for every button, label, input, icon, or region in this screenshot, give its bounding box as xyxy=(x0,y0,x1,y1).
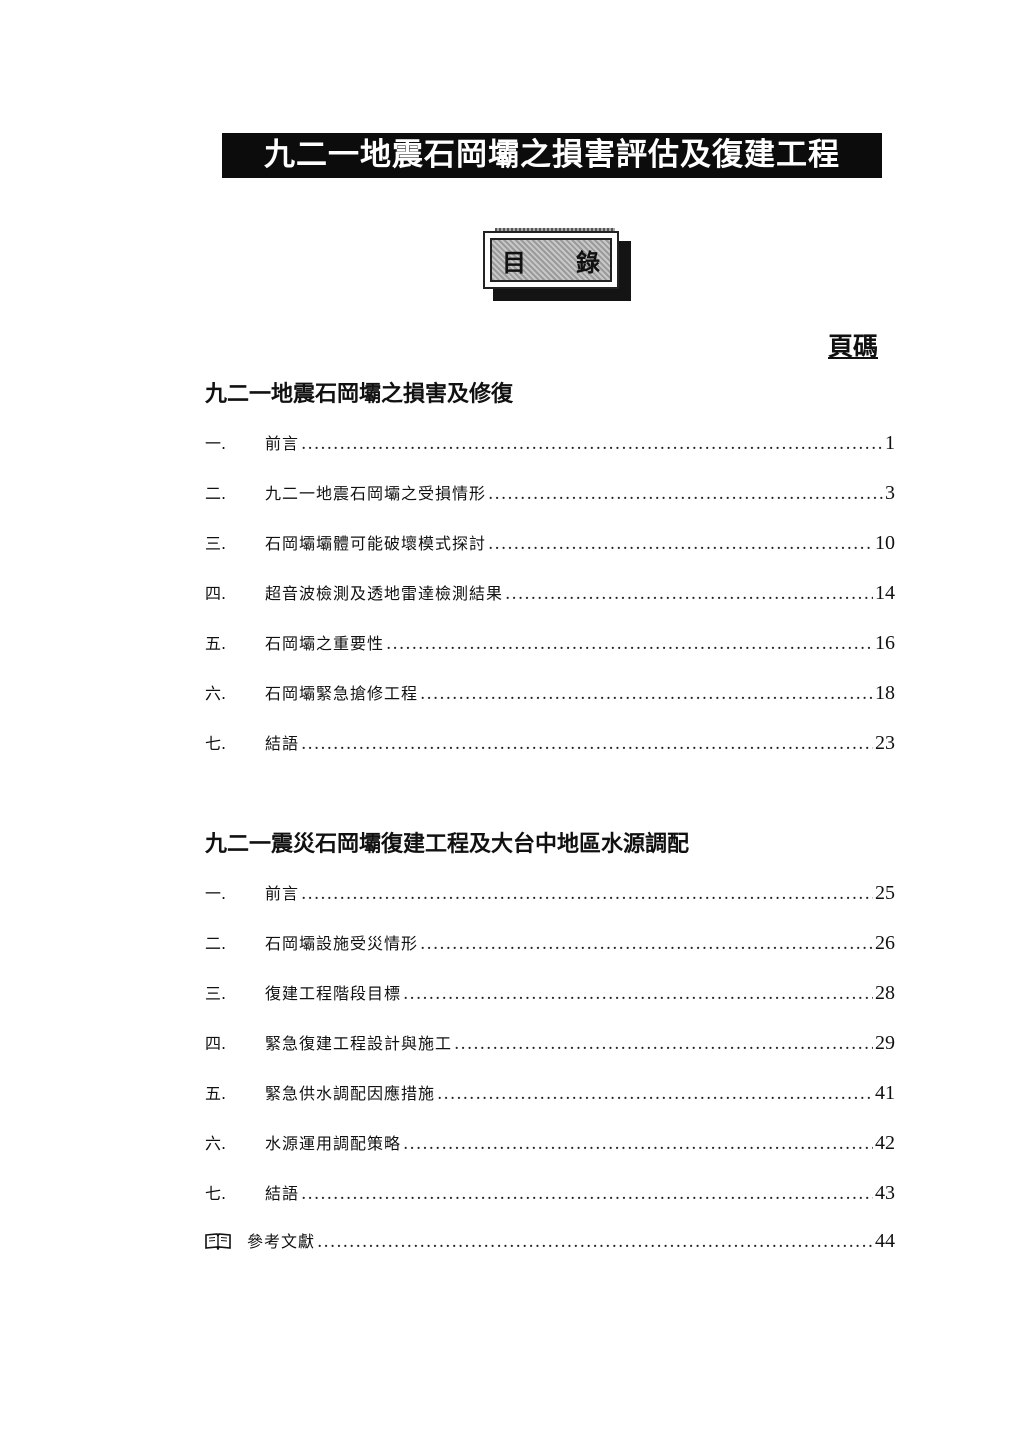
toc-entry-number: 五. xyxy=(205,1084,227,1103)
toc-badge-decoration xyxy=(495,228,615,233)
toc-badge: 目 錄 xyxy=(483,231,619,289)
toc-leader-dots xyxy=(317,1232,873,1252)
toc-leader-dots xyxy=(420,934,873,954)
main-title: 九二一地震石岡壩之損害評估及復建工程 xyxy=(222,133,882,178)
toc-leader-dots xyxy=(301,734,873,754)
toc-entry-title: 復建工程階段目標 xyxy=(265,984,402,1003)
toc-entry-page: 26 xyxy=(875,932,895,954)
toc-entry-number: 六. xyxy=(205,684,227,703)
toc-entry-number: 七. xyxy=(205,1184,227,1203)
toc-entry-title: 九二一地震石岡壩之受損情形 xyxy=(265,484,487,503)
toc-entry[interactable]: 四. 緊急復建工程設計與施工 29 xyxy=(205,1030,895,1056)
toc-entry-page: 1 xyxy=(885,432,895,454)
toc-entry-page: 43 xyxy=(875,1182,895,1204)
toc-entry-title: 前言 xyxy=(265,434,300,453)
toc-entry-page: 18 xyxy=(875,682,895,704)
toc-entry-number: 四. xyxy=(205,1034,227,1053)
toc-entry[interactable]: 五. 緊急供水調配因應措施 41 xyxy=(205,1080,895,1106)
toc-entry-title: 參考文獻 xyxy=(247,1232,316,1251)
toc-entry-page: 25 xyxy=(875,882,895,904)
section-heading: 九二一震災石岡壩復建工程及大台中地區水源調配 xyxy=(205,832,690,857)
toc-entry-number: 三. xyxy=(205,534,227,553)
toc-entry-page: 16 xyxy=(875,632,895,654)
toc-leader-dots xyxy=(437,1084,873,1104)
book-icon xyxy=(205,1232,231,1251)
toc-entry-page: 29 xyxy=(875,1032,895,1054)
toc-leader-dots xyxy=(488,534,873,554)
toc-entry[interactable]: 一. 前言 1 xyxy=(205,430,895,456)
toc-leader-dots xyxy=(403,984,873,1004)
toc-entry[interactable]: 七. 結語 43 xyxy=(205,1180,895,1206)
toc-badge-right-char: 錄 xyxy=(576,248,600,277)
toc-entry-number: 五. xyxy=(205,634,227,653)
toc-entry-page: 10 xyxy=(875,532,895,554)
toc-entry-title: 緊急供水調配因應措施 xyxy=(265,1084,436,1103)
toc-entry-page: 3 xyxy=(885,482,895,504)
toc-entry-number: 二. xyxy=(205,934,227,953)
toc-entry-title: 緊急復建工程設計與施工 xyxy=(265,1034,453,1053)
section-heading: 九二一地震石岡壩之損害及修復 xyxy=(205,382,514,407)
toc-entry-title: 石岡壩緊急搶修工程 xyxy=(265,684,419,703)
toc-leader-dots xyxy=(386,634,873,654)
page-column-label: 頁碼 xyxy=(828,332,879,361)
toc-entry[interactable]: 一. 前言 25 xyxy=(205,880,895,906)
toc-entry-title: 前言 xyxy=(265,884,300,903)
toc-entry-page: 41 xyxy=(875,1082,895,1104)
toc-entry[interactable]: 七. 結語 23 xyxy=(205,730,895,756)
toc-leader-dots xyxy=(505,584,873,604)
toc-entry-number: 二. xyxy=(205,484,227,503)
toc-entry[interactable]: 六. 水源運用調配策略 42 xyxy=(205,1130,895,1156)
toc-leader-dots xyxy=(301,434,883,454)
toc-entry-page: 42 xyxy=(875,1132,895,1154)
toc-badge-inner: 目 錄 xyxy=(490,238,612,282)
toc-entry-number: 三. xyxy=(205,984,227,1003)
toc-entry-references[interactable]: 參考文獻 44 xyxy=(205,1228,895,1254)
toc-leader-dots xyxy=(420,684,873,704)
toc-leader-dots xyxy=(301,1184,873,1204)
toc-entry-title: 石岡壩之重要性 xyxy=(265,634,385,653)
toc-entry[interactable]: 五. 石岡壩之重要性 16 xyxy=(205,630,895,656)
toc-entry-number: 七. xyxy=(205,734,227,753)
toc-entry-title: 超音波檢測及透地雷達檢測結果 xyxy=(265,584,504,603)
toc-entry[interactable]: 二. 石岡壩設施受災情形 26 xyxy=(205,930,895,956)
toc-entry-page: 28 xyxy=(875,982,895,1004)
toc-leader-dots xyxy=(301,884,873,904)
toc-entry-page: 14 xyxy=(875,582,895,604)
toc-entry-number: 六. xyxy=(205,1134,227,1153)
toc-entry-title: 結語 xyxy=(265,734,300,753)
toc-entry-title: 水源運用調配策略 xyxy=(265,1134,402,1153)
toc-entry[interactable]: 三. 石岡壩壩體可能破壞模式探討 10 xyxy=(205,530,895,556)
toc-entry-number: 一. xyxy=(205,434,227,453)
toc-badge-left-char: 目 xyxy=(502,248,526,277)
toc-leader-dots xyxy=(454,1034,873,1054)
toc-entry-page: 23 xyxy=(875,732,895,754)
toc-entry-title: 石岡壩設施受災情形 xyxy=(265,934,419,953)
toc-entry-page: 44 xyxy=(875,1230,895,1252)
toc-entry-title: 石岡壩壩體可能破壞模式探討 xyxy=(265,534,487,553)
toc-entry[interactable]: 四. 超音波檢測及透地雷達檢測結果 14 xyxy=(205,580,895,606)
toc-entry-number: 四. xyxy=(205,584,227,603)
toc-leader-dots xyxy=(488,484,883,504)
toc-entry[interactable]: 六. 石岡壩緊急搶修工程 18 xyxy=(205,680,895,706)
toc-leader-dots xyxy=(403,1134,873,1154)
toc-entry[interactable]: 二. 九二一地震石岡壩之受損情形 3 xyxy=(205,480,895,506)
toc-entry[interactable]: 三. 復建工程階段目標 28 xyxy=(205,980,895,1006)
toc-entry-number: 一. xyxy=(205,884,227,903)
toc-entry-title: 結語 xyxy=(265,1184,300,1203)
